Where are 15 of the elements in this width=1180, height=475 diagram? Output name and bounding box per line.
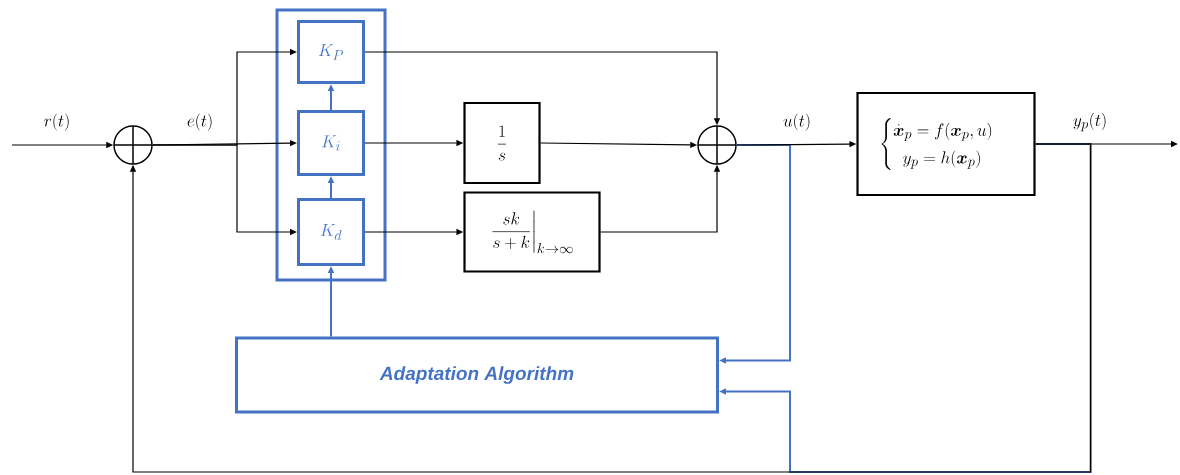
transfer-function-box: $\left.\frac{sk}{s+k}\right|_{k\to\infty}$ xyxy=(463,191,601,273)
gain-box: $K_P$ xyxy=(297,20,365,84)
gain-box: $K_d$ xyxy=(297,198,365,266)
signal-label: $u(t)$ xyxy=(782,112,812,132)
signal-label: $y_p(t)$ xyxy=(1071,111,1109,133)
summing-junction xyxy=(113,125,153,165)
gain-box: $K_i$ xyxy=(297,110,365,176)
signal-label: $e(t)$ xyxy=(185,112,215,132)
transfer-function-box: $\frac{1}{s}$ xyxy=(463,101,541,185)
signal-label: $r(t)$ xyxy=(42,112,72,132)
arrow xyxy=(129,143,1092,473)
gain-group-box xyxy=(275,8,387,282)
algorithm-box: Adaptation Algorithm xyxy=(235,336,719,414)
summing-junction xyxy=(697,125,737,165)
plant-box: $\begin{cases}\dot{\boldsymbol{x}}_p = f(\boldsymbol{x}_p,u)\\ \;\;y_p = h(\boldsymbol{x}_p)\end{cases}$ xyxy=(856,91,1036,197)
